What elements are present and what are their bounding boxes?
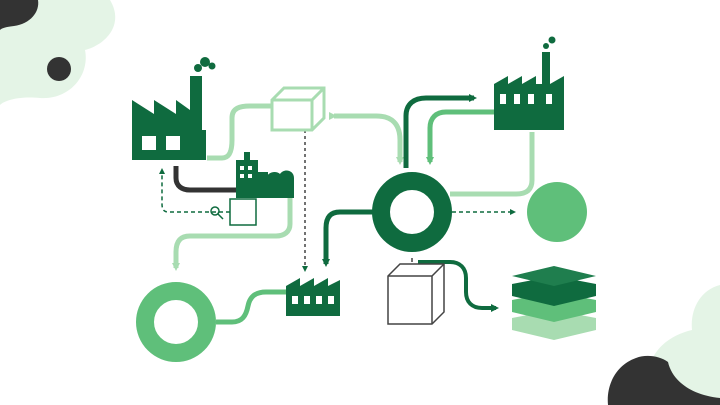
box-icon xyxy=(229,198,257,226)
link-hub-to-factory-right xyxy=(403,94,477,168)
connectors xyxy=(159,94,535,325)
link-plant-to-ring xyxy=(172,192,293,271)
circle-icon xyxy=(527,182,587,242)
factory-top-right xyxy=(494,36,564,130)
plant-icon xyxy=(236,152,294,198)
link-ring-to-factory xyxy=(216,289,286,325)
ring-icon xyxy=(136,282,216,362)
green-ring-bottom-left xyxy=(136,282,216,362)
dot-icon xyxy=(47,57,71,81)
industrial-plant xyxy=(236,152,294,198)
link-cube-to-hub xyxy=(329,112,404,165)
solid-circle-right xyxy=(527,182,587,242)
link-factory-to-cube xyxy=(207,103,272,161)
factory-top-left xyxy=(132,57,216,160)
corner-decoration-bottom-right xyxy=(607,285,720,405)
factory-bottom-center xyxy=(286,278,340,316)
cube-bottom xyxy=(387,263,445,325)
dashed-link-box-to-factory xyxy=(159,168,230,213)
factory-icon xyxy=(132,57,216,160)
layers-icon xyxy=(512,266,596,340)
magnifier-icon xyxy=(210,206,224,220)
layer-stack xyxy=(512,266,596,340)
cube-icon xyxy=(270,86,326,132)
cube-icon xyxy=(387,263,445,325)
hub-ring xyxy=(372,172,452,252)
corner-decoration-top-left xyxy=(0,0,116,105)
cube-top xyxy=(270,86,326,132)
link-factory-to-plant xyxy=(173,166,238,193)
factory-icon xyxy=(494,36,564,130)
magnifier xyxy=(210,206,224,220)
ring-icon xyxy=(372,172,452,252)
link-factory-right-down xyxy=(450,132,535,197)
link-factory-right-to-hub xyxy=(426,109,494,165)
link-hub-to-factory-bottom xyxy=(322,209,374,267)
inspection-box xyxy=(229,198,257,226)
factory-icon xyxy=(286,278,340,316)
link-to-layer-stack xyxy=(418,260,499,312)
